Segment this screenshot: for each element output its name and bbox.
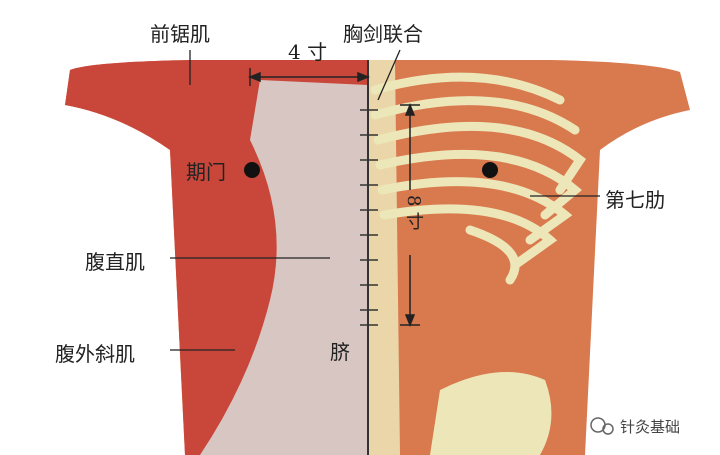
label-navel: 脐 — [330, 340, 350, 364]
label-xiphisternal-junction: 胸剑联合 — [343, 22, 423, 46]
label-8-cun: 8 寸 — [403, 195, 424, 231]
label-4-cun: 4 寸 — [288, 40, 328, 64]
label-seventh-rib: 第七肋 — [605, 188, 665, 212]
label-external-oblique: 腹外斜肌 — [55, 342, 135, 366]
qimen-point — [244, 162, 260, 178]
rectus-sheath — [200, 80, 368, 455]
label-qimen: 期门 — [186, 160, 226, 184]
watermark-logo — [590, 417, 614, 435]
label-serratus-anterior: 前锯肌 — [150, 22, 210, 46]
ruler-ticks — [360, 109, 378, 326]
pelvis — [430, 372, 552, 455]
horizontal-measure — [247, 68, 371, 86]
ribs — [370, 72, 587, 285]
vertical-measure — [400, 102, 420, 328]
watermark: 针灸基础 — [620, 418, 681, 436]
seventh-rib-point — [482, 162, 498, 178]
leader-lines — [170, 49, 600, 351]
spine — [368, 60, 400, 455]
label-rectus-abdominis: 腹直肌 — [85, 250, 145, 274]
